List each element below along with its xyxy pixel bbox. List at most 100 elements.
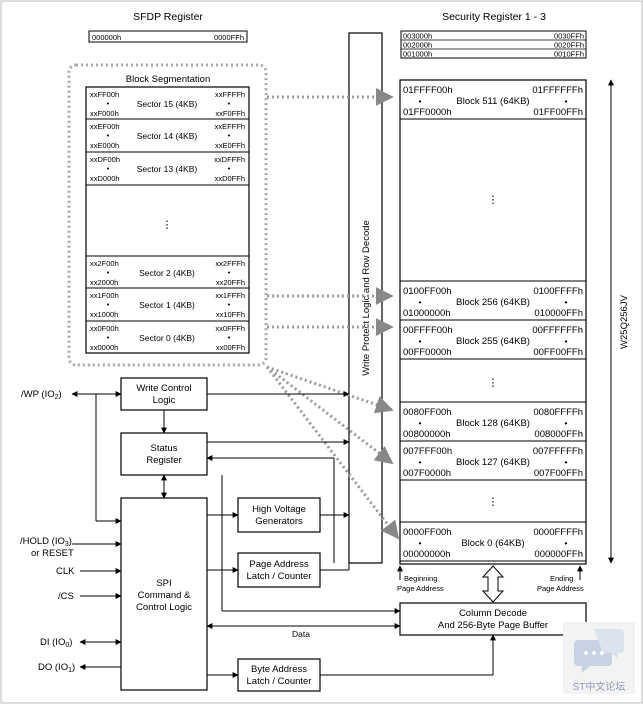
array-ellipsis: ⋮ (488, 194, 499, 206)
write-control-label: Logic (153, 395, 176, 406)
data-bus-label: Data (292, 629, 310, 639)
sector-end-low: xx20FFh (216, 278, 245, 287)
sector-label: Sector 15 (4KB) (137, 99, 198, 109)
security-row-end: 0030FFh (554, 32, 584, 41)
array-ellipsis: ⋮ (488, 496, 499, 508)
sector-start-high: xxFF00h (90, 90, 119, 99)
block-start-high: 0080FF00h (403, 407, 452, 418)
write-protect-label: Write Protect Logic and Row Decode (361, 220, 372, 376)
security-row-end: 0010FFh (554, 50, 584, 59)
sfdp-end: 0000FFh (214, 33, 244, 42)
sector-start-low: xx2000h (90, 278, 118, 287)
block-start-low: 00000000h (403, 549, 451, 560)
sector-end-low: xxD0FFh (215, 174, 245, 183)
bullet-mark: • (419, 418, 422, 428)
block-start-low: 007F0000h (403, 468, 451, 479)
bullet-mark: • (228, 99, 231, 108)
chip-name: W25Q256JV (619, 294, 630, 349)
sector-start-high: xxEF00h (90, 122, 120, 131)
watermark-text: ST中文论坛 (573, 680, 626, 693)
block-start-low: 01000000h (403, 308, 451, 319)
sector-start-high: xx2F00h (90, 259, 119, 268)
write-control-logic-block (120, 377, 208, 411)
block-end-low: 007F00FFh (534, 468, 583, 479)
bullet-mark: • (107, 99, 110, 108)
block-label: Block 128 (64KB) (456, 418, 530, 429)
array-ellipsis: ⋮ (488, 377, 499, 389)
sector-start-high: xx0F00h (90, 324, 119, 333)
wiring (71, 391, 496, 678)
bullet-mark: • (107, 164, 110, 173)
column-decode-label: Column Decode (459, 608, 527, 619)
sfdp-title: SFDP Register (133, 11, 203, 23)
block-start-high: 007FFF00h (403, 446, 452, 457)
sector-end-low: xx00FFh (216, 343, 245, 352)
sector-end-low: xx10FFh (216, 310, 245, 319)
status-register-label: Status (151, 443, 178, 454)
sector-end-low: xxE0FFh (215, 141, 245, 150)
block-end-high: 0080FFFFh (533, 407, 583, 418)
byte-address-latch-block (237, 658, 321, 692)
segment-connectors (265, 88, 400, 540)
security-row-start: 002000h (403, 41, 432, 50)
sector-label: Sector 0 (4KB) (139, 333, 195, 343)
sector-end-high: xx1FFFh (215, 291, 245, 300)
bullet-mark: • (228, 131, 231, 140)
write-control-label: Write Control (136, 383, 191, 394)
bullet-mark: • (228, 333, 231, 342)
pin-wp: /WP (IO2) (21, 389, 62, 401)
sector-label: Sector 14 (4KB) (137, 131, 198, 141)
block-label: Block 0 (64KB) (461, 538, 524, 549)
security-register-stack: 003000h 0030FFh 002000h 0020FFh 001000h … (400, 30, 587, 59)
bullet-mark: • (107, 333, 110, 342)
high-voltage-label: High Voltage (252, 504, 306, 515)
block-end-low: 00FF00FFh (533, 347, 583, 358)
status-register-label: Register (146, 455, 181, 466)
sector-start-low: xxF000h (90, 109, 119, 118)
sfdp-start: 000000h (92, 33, 121, 42)
high-voltage-generators-block (237, 497, 321, 533)
bullet-mark: • (565, 96, 568, 106)
bullet-mark: • (107, 268, 110, 277)
ending-page-label: Ending (550, 574, 573, 583)
sfdp-register-box (88, 30, 248, 43)
sector-end-high: xxDFFFh (214, 155, 245, 164)
sector-end-low: xxF0FFh (215, 109, 245, 118)
block-start-high: 00FFFF00h (403, 325, 453, 336)
block-label: Block 511 (64KB) (456, 96, 529, 107)
sector-end-high: xxFFFFh (215, 90, 245, 99)
block-start-high: 0000FF00h (403, 527, 452, 538)
block-label: Block 255 (64KB) (456, 336, 530, 347)
block-start-high: 01FFFF00h (403, 85, 453, 96)
pin-do: DO (IO1) (38, 662, 75, 674)
sector-label: Sector 2 (4KB) (139, 268, 195, 278)
bullet-mark: • (565, 418, 568, 428)
block-start-low: 01FF0000h (403, 107, 452, 118)
block-end-low: 008000FFh (534, 429, 583, 440)
column-decode-label: And 256-Byte Page Buffer (438, 620, 548, 631)
bullet-mark: • (565, 538, 568, 548)
block-end-high: 00FFFFFFh (532, 325, 583, 336)
block-start-low: 00FF0000h (403, 347, 452, 358)
column-decode-block (399, 602, 587, 636)
ending-page-label: Page Address (537, 584, 584, 593)
bullet-mark: • (228, 164, 231, 173)
beginning-page-label: Beginning (404, 574, 437, 583)
bullet-mark: • (419, 538, 422, 548)
watermark-logo: ST中文论坛 (563, 622, 635, 694)
pin-di: DI (IO0) (40, 637, 72, 649)
pin-reset: or RESET (31, 548, 74, 559)
bullet-mark: • (419, 336, 422, 346)
pin-hold: /HOLD (IO3) (20, 536, 72, 548)
sector-start-low: xx1000h (90, 310, 118, 319)
bullet-mark: • (419, 457, 422, 467)
